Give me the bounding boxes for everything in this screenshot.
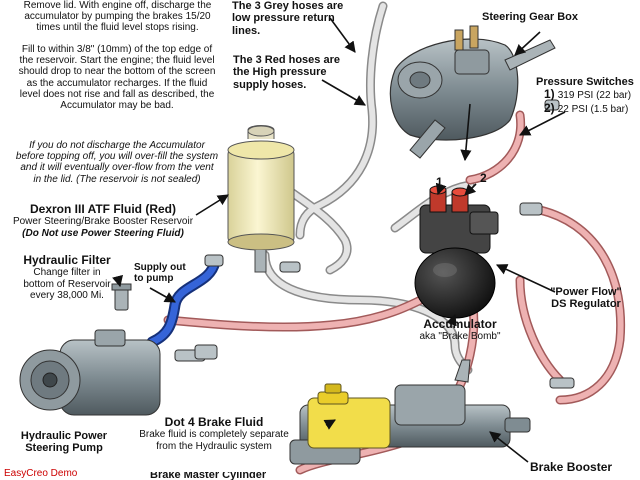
brake-booster-label: Brake Booster [530, 461, 612, 474]
note-line: times until the fluid level stops rising… [10, 22, 225, 33]
note-line: before topping off, you will over-fill t… [6, 151, 228, 162]
dot4-line: from the Hydraulic system [128, 441, 300, 452]
dot4-label: Dot 4 Brake Fluid Brake fluid is complet… [128, 416, 300, 452]
hydraulic-reservoir [228, 126, 294, 273]
steering-gear-box [390, 26, 555, 158]
pressure-switch-2: 2) 22 PSI (1.5 bar) [544, 102, 640, 115]
accumulator-sphere [415, 248, 495, 318]
note-line: If you do not discharge the Accumulator [6, 140, 228, 151]
label-line: to pump [134, 273, 204, 284]
label-line: "Power Flow" [538, 286, 634, 298]
filter-line: bottom of Reservoir [6, 279, 128, 290]
note-line: Accumulator may be bad. [8, 100, 226, 111]
filter-line: every 38,000 Mi. [6, 290, 128, 301]
note-line: level does not rise and fall as describe… [8, 89, 226, 100]
switch-marker-1: 1 [436, 176, 443, 189]
note-line: should drop to near the bottom of the sc… [8, 66, 226, 77]
note-line: Remove lid. With engine off, discharge t… [10, 0, 225, 11]
warning-note: If you do not discharge the Accumulator … [6, 140, 228, 185]
watermark: EasyCreo Demo [4, 468, 77, 479]
label-line: low pressure return [232, 12, 362, 24]
dexron-label: Dexron III ATF Fluid (Red) Power Steerin… [8, 203, 198, 239]
note-line: and it will eventually over-flow from th… [6, 162, 228, 173]
filter-line: Change filter in [6, 267, 128, 278]
discharge-note: Remove lid. With engine off, discharge t… [10, 0, 225, 34]
label-line: DS Regulator [538, 298, 634, 310]
switch-number: 1) [544, 87, 555, 101]
switch-number: 2) [544, 101, 555, 115]
label-line: The 3 Grey hoses are [232, 0, 362, 12]
switch-value: 22 PSI (1.5 bar) [558, 104, 629, 115]
label-line: the High pressure [233, 66, 363, 78]
power-flow-label: "Power Flow" DS Regulator [538, 286, 634, 311]
note-line: Fill to within 3/8" (10mm) of the top ed… [8, 44, 226, 55]
accumulator-aka: aka "Brake Bomb" [412, 331, 508, 342]
dot4-title: Dot 4 Brake Fluid [128, 416, 300, 429]
filter-title: Hydraulic Filter [6, 254, 128, 267]
label-line: Brake Master Cylinder [150, 472, 266, 480]
note-line: accumulator by pumping the brakes 15/20 [10, 11, 225, 22]
note-line: in the lid. (The reservoir is not sealed… [6, 174, 228, 185]
note-line: the reservoir. Start the engine; the flu… [8, 55, 226, 66]
dexron-line: (Do Not use Power Steering Fluid) [8, 228, 198, 239]
note-line: as the accumulator recharges. If the flu… [8, 78, 226, 89]
grey-hoses-label: The 3 Grey hoses are low pressure return… [232, 0, 362, 37]
label-line: The 3 Red hoses are [233, 54, 363, 66]
label-line: Hydraulic Power [4, 430, 124, 442]
switch-value: 319 PSI (22 bar) [558, 90, 631, 101]
dexron-line: Power Steering/Brake Booster Reservoir [8, 216, 198, 227]
pressure-switches-label: Pressure Switches 1) 319 PSI (22 bar) 2)… [536, 76, 640, 115]
switch-marker-2: 2 [480, 172, 487, 185]
hydraulic-filter-label: Hydraulic Filter Change filter in bottom… [6, 254, 128, 301]
dot4-line: Brake fluid is completely separate [128, 429, 300, 440]
supply-out-label: Supply out to pump [134, 262, 204, 284]
power-steering-pump [20, 330, 160, 415]
accumulator-title: Accumulator [412, 318, 508, 331]
accumulator-label: Accumulator aka "Brake Bomb" [412, 318, 508, 343]
pressure-switch-block [420, 186, 498, 253]
label-line: Steering Pump [4, 442, 124, 454]
brake-master-cylinder-label: Brake Master Cylinder [150, 472, 266, 480]
label-line: Supply out [134, 262, 204, 273]
steering-gear-box-label: Steering Gear Box [482, 11, 578, 23]
pressure-switch-1: 1) 319 PSI (22 bar) [544, 88, 640, 101]
fill-note: Fill to within 3/8" (10mm) of the top ed… [8, 44, 226, 111]
red-hoses-label: The 3 Red hoses are the High pressure su… [233, 54, 363, 91]
label-line: supply hoses. [233, 79, 363, 91]
pump-label: Hydraulic Power Steering Pump [4, 430, 124, 455]
label-line: lines. [232, 25, 362, 37]
dexron-title: Dexron III ATF Fluid (Red) [8, 203, 198, 216]
brake-fluid-reservoir [308, 384, 390, 448]
